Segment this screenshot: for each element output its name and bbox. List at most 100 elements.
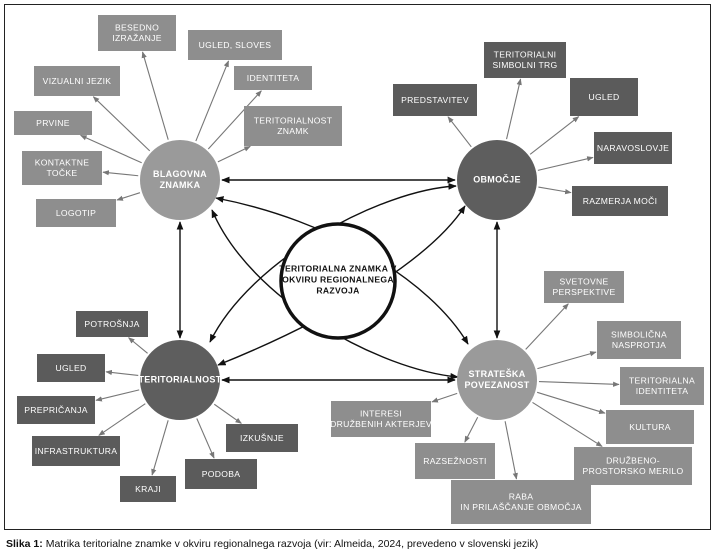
strateska-interesi-druzbenih-akterjev-line-1: INTERESI	[360, 409, 402, 419]
obmocje-teritorialni-simbolni-trg-line-2: SIMBOLNI TRG	[492, 60, 557, 70]
teritorialnost-podoba-box-bg	[185, 459, 257, 489]
teritorialnost-prepricanja-connector	[95, 389, 140, 402]
blagovna-besedno-izrazanje-box-bg	[98, 15, 176, 51]
figure-caption: Slika 1: Matrika teritorialne znamke v o…	[6, 538, 711, 550]
teritorialnost-podoba-connector	[196, 418, 215, 459]
blagovna-kontaktne-tocke-box-bg	[22, 151, 102, 185]
blagovna-vizualni-jezik-box: VIZUALNI JEZIK	[34, 66, 120, 96]
blagovna-vizualni-jezik-connector	[92, 96, 151, 152]
central-concept-label-line-1: TERITORIALNA ZNAMKA V	[279, 263, 396, 273]
spoke-connectors	[80, 51, 620, 480]
teritorialnost-kraji-connector	[151, 420, 169, 476]
hub-blagovna-circle	[140, 140, 220, 220]
obmocje-ugled-box: UGLED	[570, 78, 638, 116]
central-concept-label-line-2: OKVIRU REGIONALNEGA	[282, 274, 394, 284]
blagovna-prvine-line-1: PRVINE	[36, 118, 70, 128]
strateska-interesi-druzbenih-akterjev-connector	[431, 392, 458, 403]
teritorialnost-prepricanja-box: PREPRIČANJA	[17, 396, 95, 424]
obmocje-teritorialni-simbolni-trg-box-bg	[484, 42, 566, 78]
strateska-interesi-druzbenih-akterjev-box-bg	[331, 401, 431, 437]
teritorialnost-izkusnje-line-1: IZKUŠNJE	[240, 433, 284, 443]
strateska-raba-in-prilascanje-obmocja-connector	[504, 421, 518, 480]
obmocje-razmerja-moci-connector	[538, 186, 572, 195]
teritorialnost-podoba-box: PODOBA	[185, 459, 257, 489]
blagovna-prvine-box: PRVINE	[14, 111, 92, 135]
blagovna-prvine-box-bg	[14, 111, 92, 135]
obmocje-predstavitev-line-1: PREDSTAVITEV	[401, 95, 469, 105]
caption-label: Slika 1:	[6, 538, 43, 550]
strateska-teritorialna-identiteta-box-bg	[620, 367, 704, 405]
strateska-raba-in-prilascanje-obmocja-box-bg	[451, 480, 591, 524]
obmocje-predstavitev-connector	[447, 116, 472, 148]
blagovna-besedno-izrazanje-line-2: IZRAŽANJE	[112, 33, 162, 43]
strateska-raba-in-prilascanje-obmocja-line-2: IN PRILAŠČANJE OBMOČJA	[460, 502, 581, 512]
strateska-kultura-line-1: KULTURA	[629, 422, 671, 432]
hub-teritorialnost-circle	[140, 340, 220, 420]
strateska-razseznosti-box: RAZSEŽNOSTI	[415, 443, 495, 479]
blagovna-identiteta-connector	[207, 90, 262, 150]
obmocje-naravoslovje-line-1: NARAVOSLOVJE	[597, 143, 669, 153]
strateska-svetovne-perspektive-connector	[525, 303, 569, 350]
figure-frame	[4, 4, 711, 530]
blagovna-ugled-sloves-box-bg	[188, 30, 282, 60]
central-concept-circle	[279, 222, 397, 340]
obmocje-naravoslovje-box-bg	[594, 132, 672, 164]
strateska-teritorialna-identiteta-line-2: IDENTITETA	[636, 386, 689, 396]
blagovna-logotip-box-bg	[36, 199, 116, 227]
teritorialnost-kraji-box-bg	[120, 476, 176, 502]
strateska-simbolicna-nasprotja-line-1: SIMBOLIČNA	[611, 330, 667, 340]
teritorialnost-potrosnja-connector	[128, 337, 148, 354]
hub-strateska-label-line-2: POVEZANOST	[464, 380, 529, 390]
strateska-raba-in-prilascanje-obmocja-line-1: RABA	[509, 492, 534, 502]
strateska-teritorialna-identiteta-line-1: TERITORIALNA	[629, 376, 695, 386]
obmocje-razmerja-moci-box: RAZMERJA MOČI	[572, 186, 668, 216]
strateska-svetovne-perspektive-box-bg	[544, 271, 624, 303]
blagovna-teritorialnost-znamk-box-bg	[244, 106, 342, 146]
strateska-razseznosti-connector	[464, 417, 479, 443]
teritorialnost-infrastruktura-box-bg	[32, 436, 120, 466]
teritorialnost-potrosnja-box: POTROŠNJA	[76, 311, 148, 337]
obmocje-ugled-box-bg	[570, 78, 638, 116]
teritorialnost-ugled-box: UGLED	[37, 354, 105, 382]
obmocje-naravoslovje-connector	[537, 156, 594, 171]
strateska-druzbeno-prostorsko-merilo-connector	[532, 401, 603, 447]
blagovna-kontaktne-tocke-connector	[102, 170, 139, 177]
teritorialnost-izkusnje-box-bg	[226, 424, 298, 452]
obmocje-naravoslovje-box: NARAVOSLOVJE	[594, 132, 672, 164]
obmocje-razmerja-moci-line-1: RAZMERJA MOČI	[583, 196, 658, 206]
obmocje-predstavitev-box: PREDSTAVITEV	[393, 84, 477, 116]
strateska-kultura-box-bg	[606, 410, 694, 444]
blagovna-identiteta-box-bg	[234, 66, 312, 90]
strateska-druzbeno-prostorsko-merilo-line-2: PROSTORSKO MERILO	[583, 466, 684, 476]
central-concept-label-line-3: RAZVOJA	[316, 285, 359, 295]
hub-teritorialnost: TERITORIALNOST	[138, 340, 221, 420]
teritorialnost-potrosnja-box-bg	[76, 311, 148, 337]
blagovna-prvine-connector	[80, 134, 142, 164]
blagovna-identiteta-box: IDENTITETA	[234, 66, 312, 90]
teritorialnost-kraji-line-1: KRAJI	[135, 484, 161, 494]
blagovna-ugled-sloves-connector	[195, 60, 230, 142]
strateska-simbolicna-nasprotja-connector	[537, 351, 597, 370]
strateska-simbolicna-nasprotja-box-bg	[597, 321, 681, 359]
blagovna-teritorialnost-znamk-line-1: TERITORIALNOST	[254, 116, 333, 126]
strateska-interesi-druzbenih-akterjev-line-2: DRUŽBENIH AKTERJEV	[330, 419, 432, 429]
strateska-druzbeno-prostorsko-merilo-line-1: DRUŽBENO-	[606, 456, 660, 466]
strateska-kultura-connector	[536, 391, 606, 414]
blagovna-identiteta-line-1: IDENTITETA	[247, 73, 300, 83]
hub-obmocje: OBMOČJE	[457, 140, 537, 220]
teritorialnost-izkusnje-box: IZKUŠNJE	[226, 424, 298, 452]
strateska-simbolicna-nasprotja-line-2: NASPROTJA	[612, 340, 666, 350]
obmocje-ugled-line-1: UGLED	[588, 92, 619, 102]
